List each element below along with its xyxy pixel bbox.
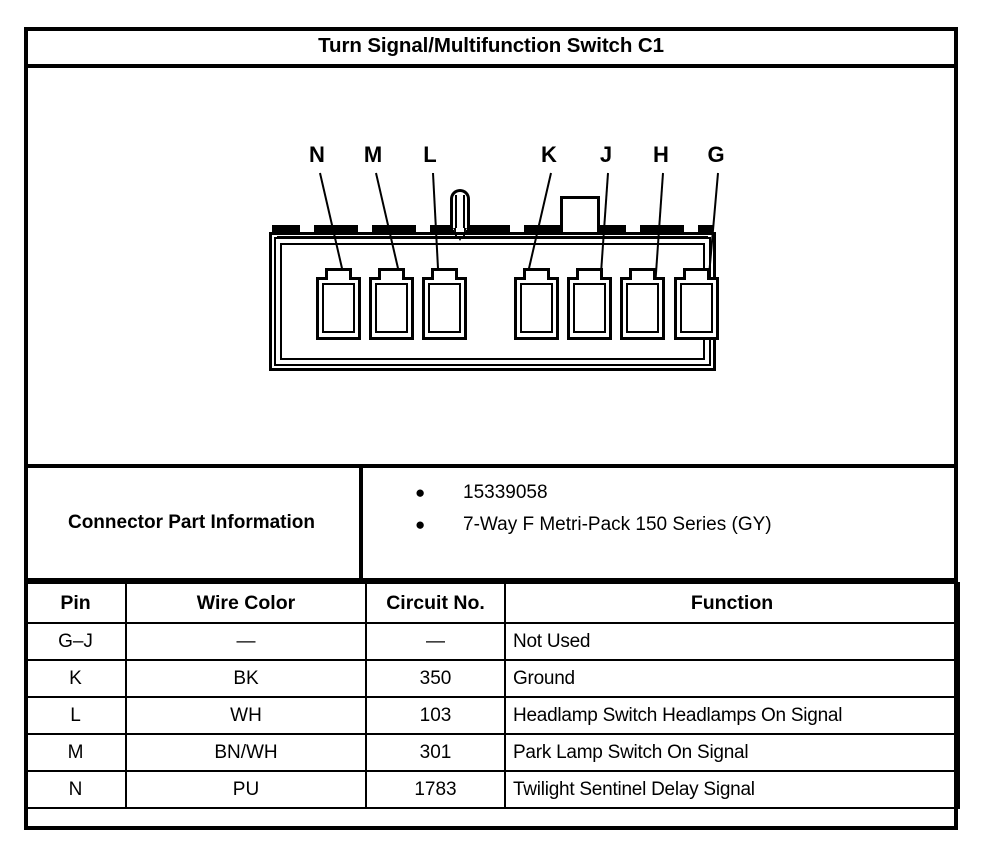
part-description-text: 7-Way F Metri-Pack 150 Series (GY) — [463, 514, 772, 535]
terminal-cavity-n — [316, 268, 361, 340]
bullet-icon: ● — [415, 483, 426, 502]
pin-callout-label-k: K — [541, 142, 557, 167]
connector-part-information-label: Connector Part Information — [24, 468, 363, 578]
cell-wire-color: — — [125, 622, 367, 661]
table-row: L WH 103 Headlamp Switch Headlamps On Si… — [24, 696, 960, 735]
terminal-cavity-m — [369, 268, 414, 340]
cell-circuit-no: 103 — [365, 696, 506, 735]
pin-callout-label-n: N — [309, 142, 325, 167]
cell-function: Headlamp Switch Headlamps On Signal — [504, 696, 960, 735]
part-number-text: 15339058 — [463, 482, 548, 503]
cell-function: Ground — [504, 659, 960, 698]
column-header-circuit-no: Circuit No. — [365, 582, 506, 624]
pin-callout-label-g: G — [707, 142, 725, 167]
column-header-pin: Pin — [24, 582, 127, 624]
terminal-cavity-l — [422, 268, 467, 340]
terminal-cavity-h — [620, 268, 665, 340]
terminal-cavity-j — [567, 268, 612, 340]
table-row: M BN/WH 301 Park Lamp Switch On Signal — [24, 733, 960, 772]
pin-assignment-table: Pin Wire Color Circuit No. Function G–J … — [24, 582, 960, 809]
cell-pin: M — [24, 733, 127, 772]
column-header-wire-color: Wire Color — [125, 582, 367, 624]
diagram-title-bar: Turn Signal/Multifunction Switch C1 — [24, 27, 958, 68]
cell-function: Not Used — [504, 622, 960, 661]
pin-callout-label-m: M — [363, 142, 383, 167]
pin-callout-label-l: L — [423, 142, 437, 167]
terminal-cavity-g — [674, 268, 719, 340]
connector-illustration: N M L K J H G — [24, 68, 958, 464]
bullet-icon: ● — [415, 515, 426, 534]
cell-function: Twilight Sentinel Delay Signal — [504, 770, 960, 809]
pin-callout-label-j: J — [599, 142, 613, 167]
cell-function: Park Lamp Switch On Signal — [504, 733, 960, 772]
table-row: K BK 350 Ground — [24, 659, 960, 698]
cell-pin: K — [24, 659, 127, 698]
rounded-latch-tab-inner — [455, 195, 465, 237]
cell-wire-color: BK — [125, 659, 367, 698]
connector-part-information-list: ● 15339058 ● 7-Way F Metri-Pack 150 Seri… — [363, 468, 958, 578]
cell-wire-color: BN/WH — [125, 733, 367, 772]
cell-pin: N — [24, 770, 127, 809]
connector-top-rail — [272, 225, 713, 232]
part-info-item: ● 15339058 — [415, 482, 958, 504]
rectangular-latch-tab-icon — [560, 196, 600, 233]
cell-wire-color: PU — [125, 770, 367, 809]
cell-circuit-no: 301 — [365, 733, 506, 772]
cell-pin: G–J — [24, 622, 127, 661]
column-header-function: Function — [504, 582, 960, 624]
connector-part-information-block: Connector Part Information ● 15339058 ● … — [24, 464, 958, 582]
cell-circuit-no: 1783 — [365, 770, 506, 809]
cell-wire-color: WH — [125, 696, 367, 735]
table-row: N PU 1783 Twilight Sentinel Delay Signal — [24, 770, 960, 809]
cell-circuit-no: — — [365, 622, 506, 661]
connector-body — [269, 189, 719, 371]
connector-top-rail-gaps — [272, 225, 713, 232]
diagram-outer-frame — [24, 27, 958, 830]
page-title: Turn Signal/Multifunction Switch C1 — [318, 33, 664, 57]
connector-top-hairline — [277, 236, 708, 238]
table-header-row: Pin Wire Color Circuit No. Function — [24, 582, 960, 624]
part-info-item: ● 7-Way F Metri-Pack 150 Series (GY) — [415, 514, 958, 536]
pin-callout-label-h: H — [653, 142, 669, 167]
cell-circuit-no: 350 — [365, 659, 506, 698]
terminal-cavity-k — [514, 268, 559, 340]
table-row: G–J — — Not Used — [24, 622, 960, 661]
cell-pin: L — [24, 696, 127, 735]
